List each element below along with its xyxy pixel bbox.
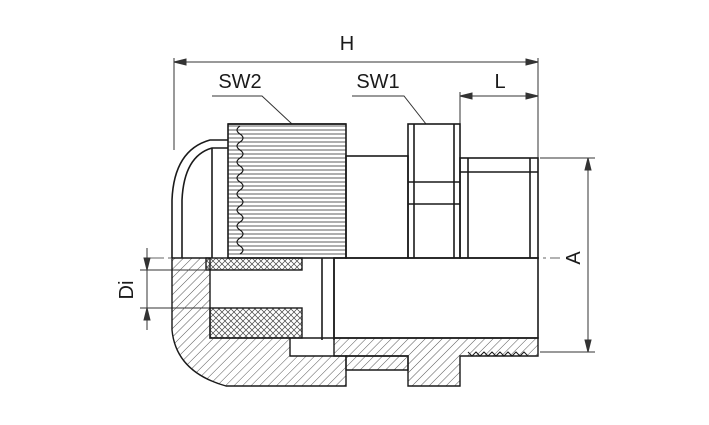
dimension-label-Di: Di (116, 281, 138, 300)
label-SW1: SW1 (356, 71, 399, 93)
gland-section (171, 257, 539, 387)
dimension-label-A: A (563, 251, 585, 265)
dimension-label-H: H (340, 33, 354, 55)
dimension-label-L: L (494, 71, 505, 93)
label-SW2: SW2 (218, 71, 261, 93)
gland-exterior (171, 123, 539, 340)
